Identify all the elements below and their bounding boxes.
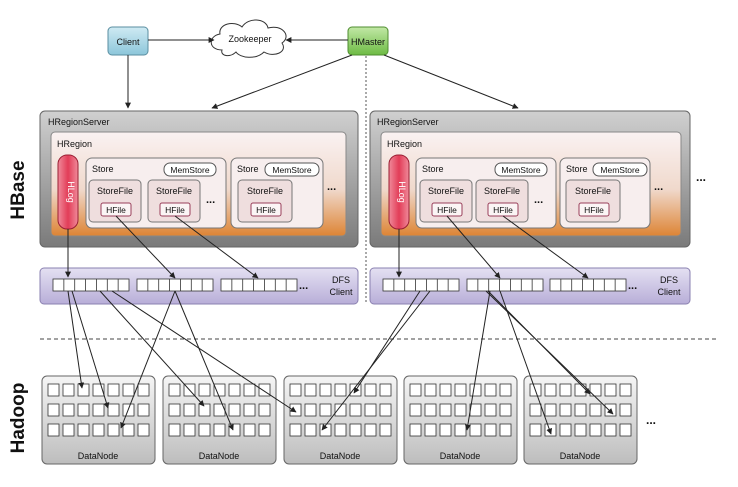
right-hregionserver: HRegionServer HRegion HLog Store MemStor…: [369, 110, 691, 248]
datanode-1-label: DataNode: [78, 451, 119, 461]
flow-arrow-11: [174, 290, 234, 431]
client-label: Client: [116, 37, 140, 47]
hmaster-to-right-server-arrow: [383, 54, 519, 109]
right-hlog-label: HLog: [397, 181, 407, 203]
left-dfs-ellipsis: ...: [299, 280, 308, 292]
right-storefile-3: StoreFile HFile: [565, 179, 621, 223]
right-hfile-2: HFile: [493, 205, 513, 215]
right-storefile-1: StoreFile HFile: [419, 179, 473, 223]
datanode-5: DataNode: [523, 375, 638, 465]
right-store-2-label: Store: [566, 164, 588, 174]
hmaster-label: HMaster: [351, 37, 385, 47]
right-storefile-1-label: StoreFile: [428, 186, 464, 196]
flow-arrow-10: [111, 290, 297, 413]
right-block-strip-2: [466, 278, 544, 292]
left-block-strip-2: [136, 278, 214, 292]
zookeeper-label: Zookeeper: [228, 34, 271, 44]
datanode-2-label: DataNode: [199, 451, 240, 461]
left-hfile-1: HFile: [106, 205, 126, 215]
left-dfs-client: ... DFS Client: [39, 267, 359, 305]
right-store-1: Store MemStore StoreFile HFile StoreFile…: [415, 157, 557, 229]
flow-arrow-5: [446, 215, 501, 279]
right-stores-ellipsis: ...: [654, 181, 663, 193]
left-store-1-label: Store: [92, 164, 114, 174]
left-storefile-2: StoreFile HFile: [147, 179, 201, 223]
left-hfile-2: HFile: [165, 205, 185, 215]
left-store-2: Store MemStore StoreFile HFile: [230, 157, 324, 229]
right-store-1-ellipsis: ...: [534, 194, 543, 206]
zookeeper-cloud: Zookeeper: [210, 19, 287, 58]
right-block-strip-3: [549, 278, 627, 292]
left-stores-ellipsis: ...: [327, 181, 336, 193]
left-block-strip-3: [220, 278, 298, 292]
left-storefile-1-label: StoreFile: [97, 186, 133, 196]
hmaster-node: HMaster: [347, 26, 389, 56]
right-store-2-memstore: MemStore: [600, 165, 639, 175]
left-storefile-1: StoreFile HFile: [88, 179, 142, 223]
flow-arrow-7: [67, 290, 85, 389]
left-store-1-ellipsis: ...: [206, 194, 215, 206]
datanode-4-label: DataNode: [440, 451, 481, 461]
right-block-strip-1: [382, 278, 460, 292]
flow-arrow-3: [115, 215, 176, 279]
right-hfile-3: HFile: [584, 205, 604, 215]
right-dfs-client: ... DFS Client: [369, 267, 691, 305]
right-dfs-label-1: DFS: [660, 275, 678, 285]
flow-arrow-13: [353, 290, 421, 394]
left-hlog-label: HLog: [66, 181, 76, 203]
right-hfile-1: HFile: [437, 205, 457, 215]
left-hregionserver-title: HRegionServer: [48, 117, 110, 127]
flow-arrow-4: [174, 215, 259, 279]
left-store-2-label: Store: [237, 164, 259, 174]
left-store-1-memstore: MemStore: [170, 165, 209, 175]
right-hregion-title: HRegion: [387, 139, 422, 149]
right-dfs-ellipsis: ...: [628, 280, 637, 292]
flow-arrow-18: [499, 290, 553, 435]
left-hlog: HLog: [57, 154, 79, 230]
hbase-side-label: HBase: [8, 160, 29, 219]
right-dfs-label-2: Client: [657, 287, 681, 297]
left-hregionserver: HRegionServer HRegion HLog Store MemStor…: [39, 110, 359, 248]
datanode-1: DataNode: [41, 375, 156, 465]
datanode-3-label: DataNode: [320, 451, 361, 461]
left-dfs-label-2: Client: [329, 287, 353, 297]
right-storefile-2-label: StoreFile: [484, 186, 520, 196]
flow-arrow-12: [120, 290, 176, 429]
left-block-strip-1: [52, 278, 130, 292]
flow-arrow-15: [464, 290, 491, 431]
data-flow-arrows: [65, 215, 614, 435]
right-storefile-3-label: StoreFile: [575, 186, 611, 196]
left-storefile-3-label: StoreFile: [247, 186, 283, 196]
datanode-3: DataNode: [283, 375, 398, 465]
client-node: Client: [107, 26, 149, 56]
right-store-1-label: Store: [422, 164, 444, 174]
datanodes-ellipsis: ...: [646, 413, 656, 427]
flow-arrow-8: [71, 290, 110, 409]
datanode-4: DataNode: [403, 375, 518, 465]
left-store-1: Store MemStore StoreFile HFile StoreFile…: [85, 157, 227, 229]
servers-ellipsis: ...: [696, 170, 706, 184]
hmaster-to-left-server-arrow: [211, 54, 353, 109]
datanode-5-label: DataNode: [560, 451, 601, 461]
left-store-2-memstore: MemStore: [272, 165, 311, 175]
flow-arrow-6: [502, 215, 589, 279]
left-storefile-2-label: StoreFile: [156, 186, 192, 196]
right-hregionserver-title: HRegionServer: [377, 117, 439, 127]
left-hregion-title: HRegion: [57, 139, 92, 149]
left-hfile-3: HFile: [256, 205, 276, 215]
right-store-2: Store MemStore StoreFile HFile: [559, 157, 651, 229]
right-store-1-memstore: MemStore: [501, 165, 540, 175]
left-storefile-3: StoreFile HFile: [237, 179, 293, 223]
hadoop-side-label: Hadoop: [8, 383, 29, 454]
right-storefile-2: StoreFile HFile: [475, 179, 529, 223]
right-hlog: HLog: [388, 154, 410, 230]
datanode-2: DataNode: [162, 375, 277, 465]
flow-arrow-14: [321, 290, 431, 431]
left-dfs-label-1: DFS: [332, 275, 350, 285]
